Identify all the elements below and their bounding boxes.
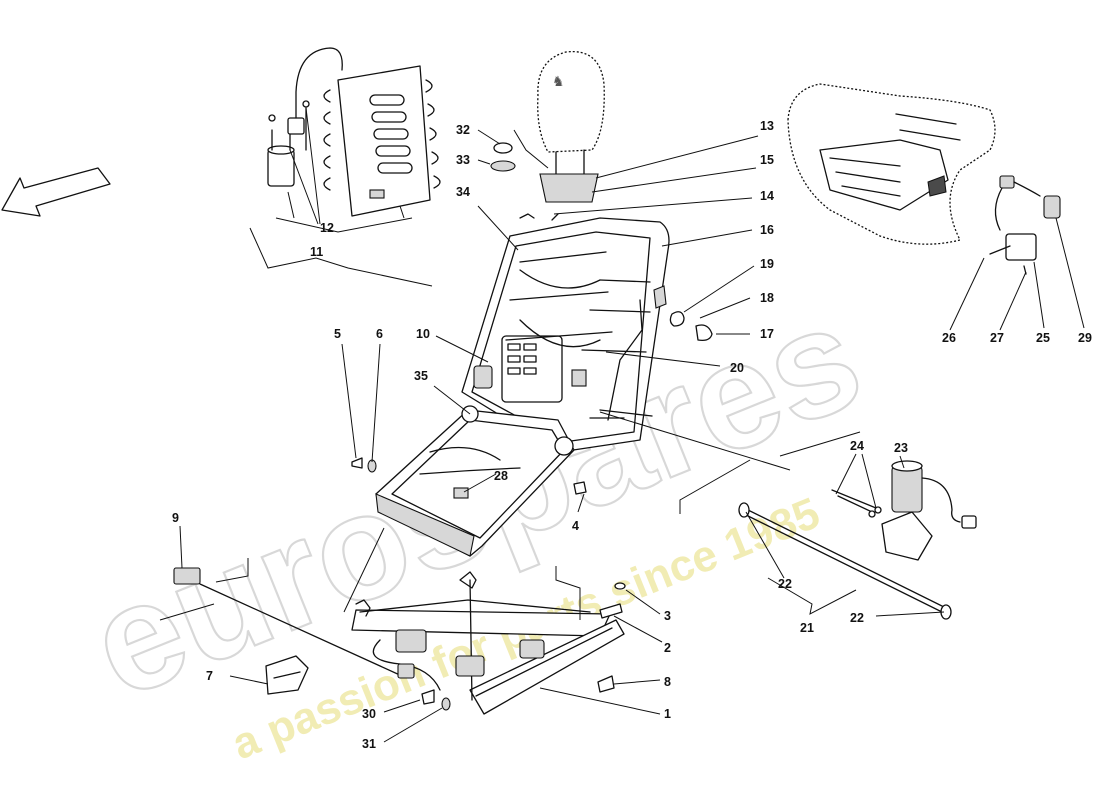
callout-14: 14: [760, 189, 774, 203]
callout-8: 8: [664, 675, 671, 689]
callout-25: 25: [1036, 331, 1050, 345]
callout-12: 12: [320, 221, 334, 235]
callout-27: 27: [990, 331, 1004, 345]
callout-28: 28: [494, 469, 508, 483]
wiring-harness: [173, 567, 415, 679]
leader-lines: [179, 107, 1085, 743]
callout-5: 5: [334, 327, 341, 341]
callout-13: 13: [760, 119, 774, 133]
seat-back-frame: [461, 217, 670, 453]
callout-35: 35: [414, 369, 428, 383]
seat-rails-assembly: [351, 571, 625, 715]
headrest-guide-parts: [490, 142, 559, 221]
cover-bracket: [265, 655, 309, 695]
callout-19: 19: [760, 257, 774, 271]
height-adjust-motor: [831, 460, 977, 561]
cushion-heater-module: [989, 175, 1061, 275]
callout-33: 33: [456, 153, 470, 167]
lumbar-bladder-mat: [323, 65, 441, 217]
callout-24: 24: [850, 439, 864, 453]
callout-23: 23: [894, 441, 908, 455]
rail-small-parts: [597, 582, 626, 693]
callout-4: 4: [572, 519, 579, 533]
callout-29: 29: [1078, 331, 1092, 345]
height-torsion-rod: [738, 502, 952, 620]
callout-10: 10: [416, 327, 430, 341]
direction-arrow: [1, 167, 111, 217]
callout-26: 26: [942, 331, 956, 345]
callout-7: 7: [206, 669, 213, 683]
headrest: ♞: [513, 50, 605, 203]
callout-16: 16: [760, 223, 774, 237]
seat-cushion-frame: [375, 405, 575, 557]
lumbar-support-assembly: [249, 47, 441, 287]
callout-1: 1: [664, 707, 671, 721]
lumbar-inside-frame: [501, 335, 563, 403]
callout-32: 32: [456, 123, 470, 137]
prancing-horse-logo: ♞: [552, 73, 565, 89]
spacer-parts: [421, 689, 451, 711]
callout-9: 9: [172, 511, 179, 525]
callout-30: 30: [362, 707, 376, 721]
seat-cushion-pad: [787, 83, 996, 245]
callout-6: 6: [376, 327, 383, 341]
assembly-outline: [159, 431, 861, 621]
callout-17: 17: [760, 327, 774, 341]
callout-2: 2: [664, 641, 671, 655]
callout-15: 15: [760, 153, 774, 167]
lumbar-pump: [267, 47, 343, 187]
callout-31: 31: [362, 737, 376, 751]
callout-3: 3: [664, 609, 671, 623]
callout-numbers: 1 2 3 4 5 6 7 8 9 10 11 12 13 14 15 16 1…: [172, 119, 1092, 751]
callout-18: 18: [760, 291, 774, 305]
recliner-handle-parts: [669, 311, 713, 342]
seat-bolts: [351, 457, 587, 495]
callout-20: 20: [730, 361, 744, 375]
callout-22a: 22: [778, 577, 792, 591]
callout-34: 34: [456, 185, 470, 199]
callout-11: 11: [310, 245, 323, 259]
callout-22b: 22: [850, 611, 864, 625]
callout-21: 21: [800, 621, 814, 635]
